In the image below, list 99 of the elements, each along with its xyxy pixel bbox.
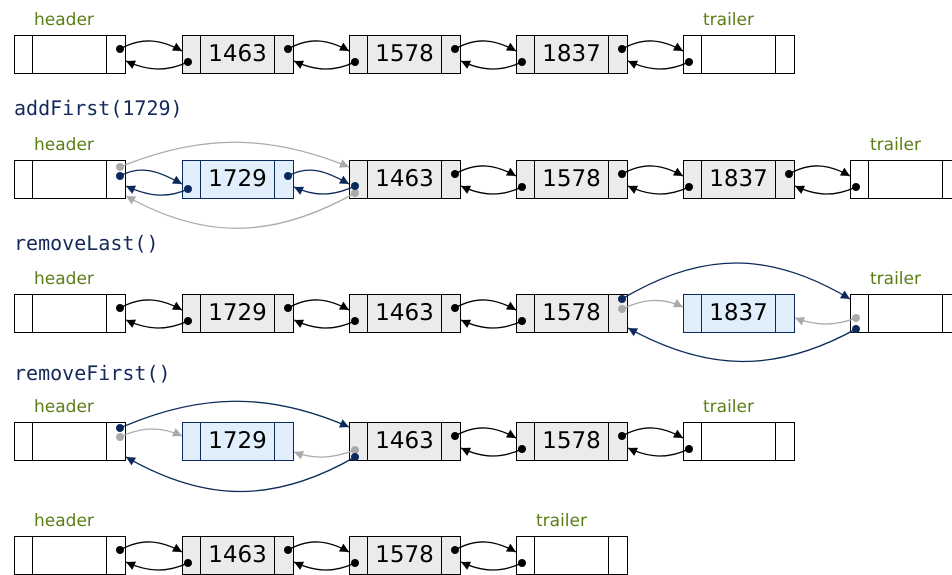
node-value: 1837: [542, 40, 601, 70]
list-node: [349, 160, 461, 199]
list-node: [516, 294, 628, 333]
pointer-arrow: [284, 541, 350, 554]
list-node: [349, 294, 461, 333]
sentinel-node: [14, 35, 126, 74]
sentinel-node: [14, 422, 126, 461]
pointer-arrow: [116, 400, 350, 432]
pointer-arrow: [294, 446, 359, 460]
pointer-arrow: [126, 189, 359, 229]
node-value: 1463: [375, 165, 434, 194]
node-caption: trailer: [703, 397, 754, 417]
pointer-arrow: [794, 183, 860, 195]
node-value: 1729: [208, 299, 267, 328]
pointer-arrow: [618, 262, 850, 303]
pointer-arrow: [460, 183, 526, 195]
node-caption: header: [34, 397, 94, 417]
pointer-arrow: [460, 445, 526, 457]
pointer-arrow: [294, 58, 359, 70]
pointer-arrow: [451, 165, 516, 178]
node-caption: trailer: [870, 135, 921, 155]
node-caption: trailer: [870, 269, 921, 289]
list-node: [182, 536, 294, 575]
pointer-arrow: [116, 428, 182, 441]
node-value: 1463: [208, 40, 267, 70]
pointer-arrow: [618, 299, 684, 313]
pointer-arrow: [628, 183, 693, 195]
pointer-arrow: [126, 453, 359, 492]
node-value: 1837: [709, 165, 768, 194]
pointer-arrow: [294, 559, 359, 571]
pointer-arrow: [126, 185, 192, 196]
pointer-arrow: [294, 182, 359, 195]
node-caption: header: [34, 10, 94, 30]
pointer-arrow: [451, 541, 516, 554]
sentinel-node: [683, 422, 795, 461]
sentinel-node: [683, 35, 795, 74]
pointer-arrow: [628, 58, 693, 70]
pointer-arrow: [785, 165, 850, 178]
sentinel-node: [14, 294, 126, 333]
list-node: [349, 536, 461, 575]
pointer-arrow: [460, 317, 526, 329]
pointer-arrow: [126, 317, 192, 329]
pointer-arrow: [618, 427, 684, 440]
node-value: 1578: [542, 427, 601, 456]
node-caption: header: [34, 135, 94, 155]
list-node: [516, 160, 628, 199]
list-node: [349, 35, 461, 74]
operation-label: removeFirst(): [14, 361, 171, 385]
pointer-arrow: [451, 427, 516, 440]
node-value: 1463: [375, 427, 434, 456]
pointer-arrow: [116, 299, 182, 312]
node-value: 1463: [208, 541, 267, 570]
pointer-arrow: [116, 169, 182, 185]
list-node: [683, 294, 795, 333]
pointer-arrow: [126, 58, 192, 70]
pointer-arrow: [284, 299, 350, 312]
list-node: [516, 35, 628, 74]
pointer-arrow: [126, 559, 192, 571]
pointer-arrow: [628, 325, 860, 362]
pointer-arrow: [116, 142, 350, 171]
operation-label: removeLast(): [14, 231, 158, 255]
node-value: 1729: [208, 165, 267, 194]
list-node: [182, 35, 294, 74]
list-node: [516, 422, 628, 461]
list-node: [182, 294, 294, 333]
node-value: 1578: [542, 299, 601, 328]
list-node: [182, 160, 294, 199]
sentinel-node: [516, 536, 628, 575]
node-value: 1463: [375, 299, 434, 328]
node-value: 1578: [542, 165, 601, 194]
pointer-arrow: [284, 40, 350, 53]
pointer-arrow: [460, 58, 526, 70]
node-value: 1578: [375, 541, 434, 570]
node-value: 1578: [375, 40, 434, 70]
node-caption: header: [34, 269, 94, 289]
pointer-arrow: [116, 541, 182, 554]
node-caption: header: [34, 511, 94, 531]
pointer-arrow: [284, 169, 350, 185]
operation-label: addFirst(1729): [14, 96, 183, 120]
sentinel-node: [14, 160, 126, 199]
node-caption: trailer: [703, 10, 754, 30]
pointer-arrow: [618, 40, 684, 53]
pointer-arrow: [451, 40, 516, 53]
node-value: 1837: [709, 299, 768, 328]
pointer-arrow: [794, 314, 860, 326]
list-node: [683, 160, 795, 199]
list-node: [349, 422, 461, 461]
sentinel-node: [850, 294, 952, 333]
node-caption: trailer: [536, 511, 587, 531]
pointer-arrow: [460, 559, 526, 571]
pointer-arrow: [116, 40, 182, 53]
pointer-arrow: [618, 165, 684, 178]
pointer-arrow: [294, 317, 359, 329]
sentinel-node: [850, 160, 952, 199]
sentinel-node: [14, 536, 126, 575]
pointer-arrow: [628, 445, 693, 457]
list-node: [182, 422, 294, 461]
node-value: 1729: [208, 427, 267, 456]
pointer-arrow: [451, 299, 516, 312]
